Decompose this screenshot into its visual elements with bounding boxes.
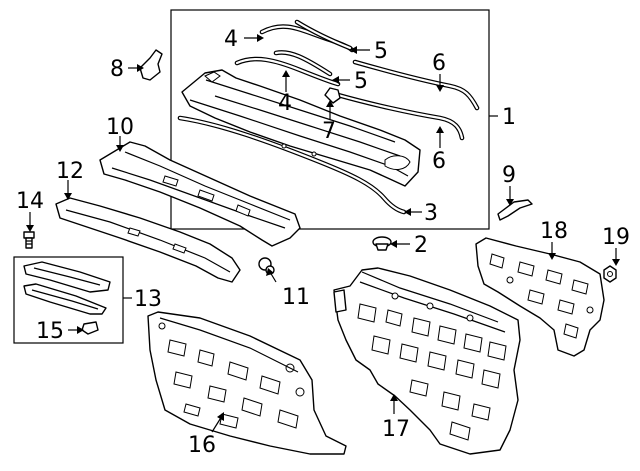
callout-18: 18 [540,219,568,244]
callout-4-upper: 4 [224,27,238,52]
callout-7: 7 [322,119,336,144]
insulator-18 [475,237,605,357]
callout-4-lower: 4 [278,91,292,116]
cowl-upper-member-10 [99,141,301,247]
seal-rods [177,19,480,215]
bracket-9 [497,199,533,221]
callout-6-lower: 6 [432,149,446,174]
callout-11: 11 [282,285,310,310]
dash-insulator-16 [147,311,347,455]
nut-19 [603,265,617,283]
clip-15 [81,321,99,335]
group-box-cowl-top [170,9,490,230]
dashboard-panel-17 [333,267,521,455]
callout-16: 16 [188,433,216,458]
dash-member-12 [55,197,241,283]
leader-lines [26,34,620,433]
callout-labels: 1 2 3 4 4 5 5 6 6 7 8 9 10 11 12 13 14 1… [16,27,630,458]
cowl-top-panel [181,69,421,187]
insulator-13 [23,261,111,315]
callout-12: 12 [56,159,84,184]
callout-15: 15 [36,319,64,344]
bolt-14 [23,231,35,249]
callout-2: 2 [414,233,428,258]
callout-17: 17 [382,417,410,442]
callout-14: 14 [16,189,44,214]
callout-19: 19 [602,225,630,250]
callout-3: 3 [424,201,438,226]
callout-10: 10 [106,115,134,140]
clip-7 [324,87,341,104]
cap-2 [372,236,392,251]
callout-13: 13 [134,287,162,312]
callout-5-lower: 5 [354,69,368,94]
callout-1: 1 [502,105,516,130]
callout-9: 9 [502,163,516,188]
group-box-13 [13,256,124,344]
callout-8: 8 [110,57,124,82]
bracket-8 [139,49,163,81]
callout-5-upper: 5 [374,39,388,64]
callout-6-upper: 6 [432,51,446,76]
